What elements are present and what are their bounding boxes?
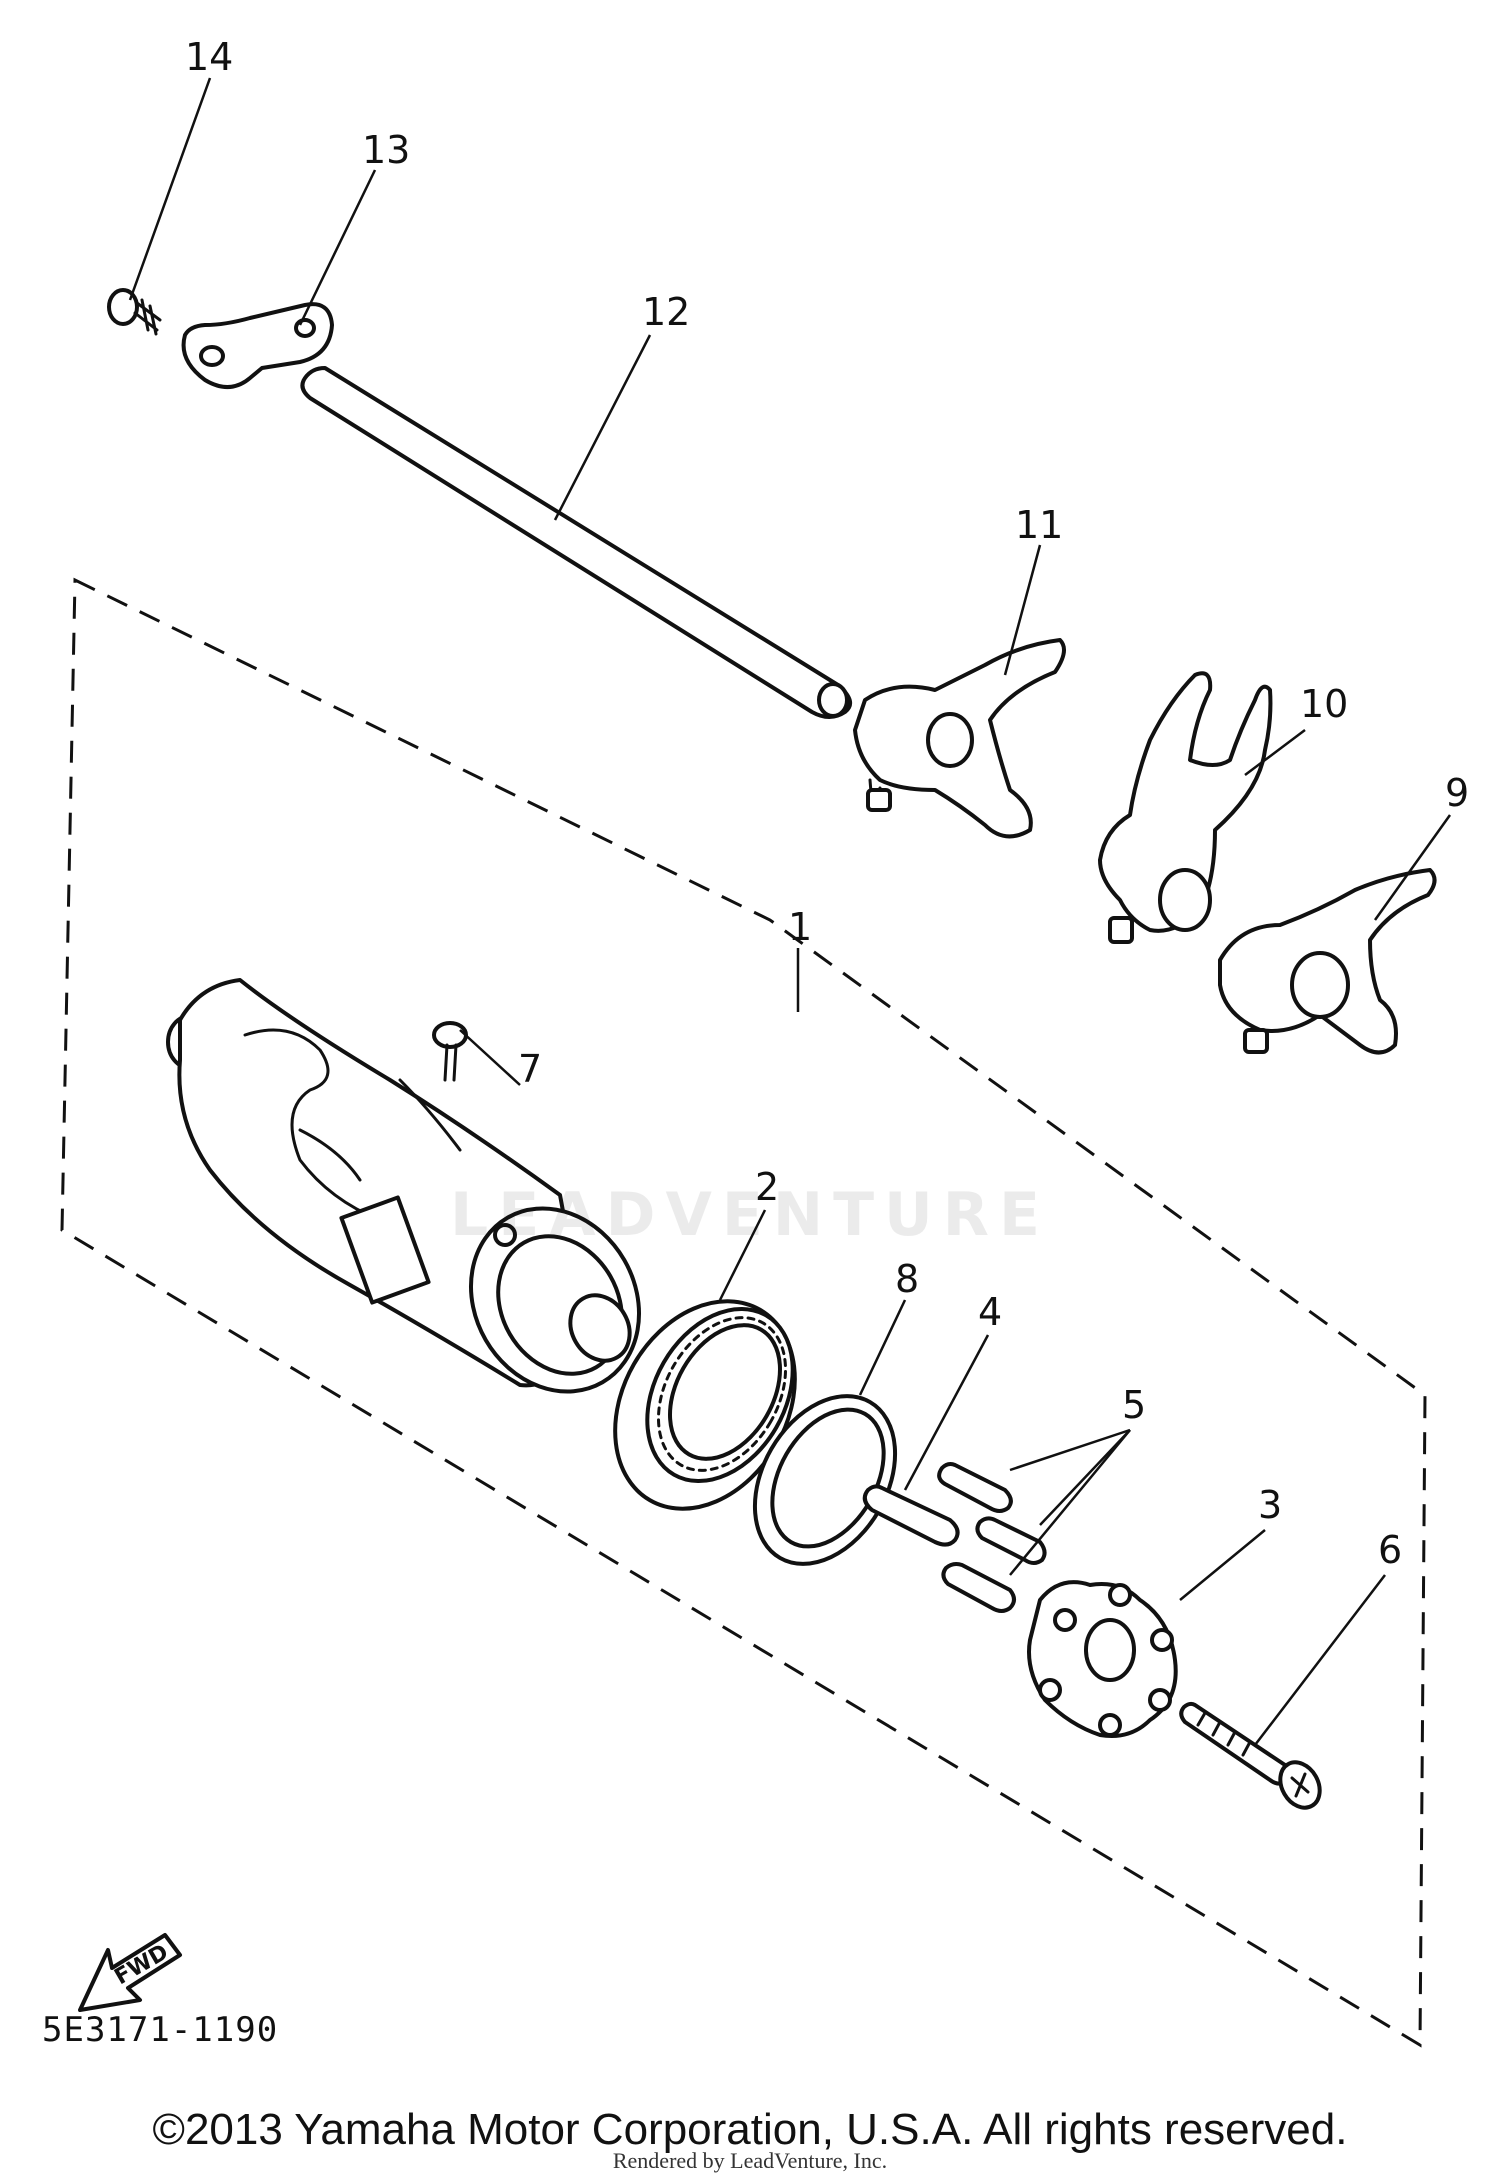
callout-10: 10: [1300, 682, 1348, 726]
callout-3: 3: [1258, 1483, 1282, 1527]
callout-5: 5: [1122, 1383, 1146, 1427]
part-3-segment: [1027, 1580, 1178, 1738]
part-6-screw: [1179, 1701, 1322, 1810]
callout-9: 9: [1445, 771, 1469, 815]
part-14-screw: [107, 288, 162, 336]
callout-leaders: [128, 77, 1452, 1746]
callout-13: 13: [362, 128, 410, 172]
catalog-code: 5E3171-1190: [42, 2010, 279, 2050]
part-8-ring: [752, 1394, 898, 1566]
part-4-pin: [862, 1484, 960, 1547]
part-2-bearing: [613, 1299, 797, 1511]
watermark: LEADVENTURE: [450, 1180, 1050, 1250]
copyright-notice: ©2013 Yamaha Motor Corporation, U.S.A. A…: [152, 2105, 1348, 2154]
callout-2: 2: [755, 1165, 779, 1209]
rendered-by-notice: Rendered by LeadVenture, Inc.: [612, 2148, 888, 2173]
callout-7: 7: [518, 1047, 542, 1091]
part-11-shift-fork: [853, 638, 1066, 839]
part-13-plate: [181, 302, 334, 389]
callout-6: 6: [1378, 1528, 1402, 1572]
callout-4: 4: [978, 1290, 1002, 1334]
part-7-pin: [432, 1021, 468, 1082]
callout-14: 14: [185, 35, 233, 79]
callout-11: 11: [1015, 503, 1063, 547]
fwd-arrow-icon: FWD: [78, 1933, 182, 2012]
callout-12: 12: [642, 290, 690, 334]
assembly-boundary: [60, 577, 1427, 2048]
part-10-shift-fork: [1098, 671, 1273, 944]
part-1-shift-cam: [166, 978, 642, 1394]
part-12-guide-bar: [300, 366, 853, 719]
callout-1: 1: [788, 905, 812, 949]
part-9-shift-fork: [1218, 868, 1437, 1055]
callout-8: 8: [895, 1257, 919, 1301]
